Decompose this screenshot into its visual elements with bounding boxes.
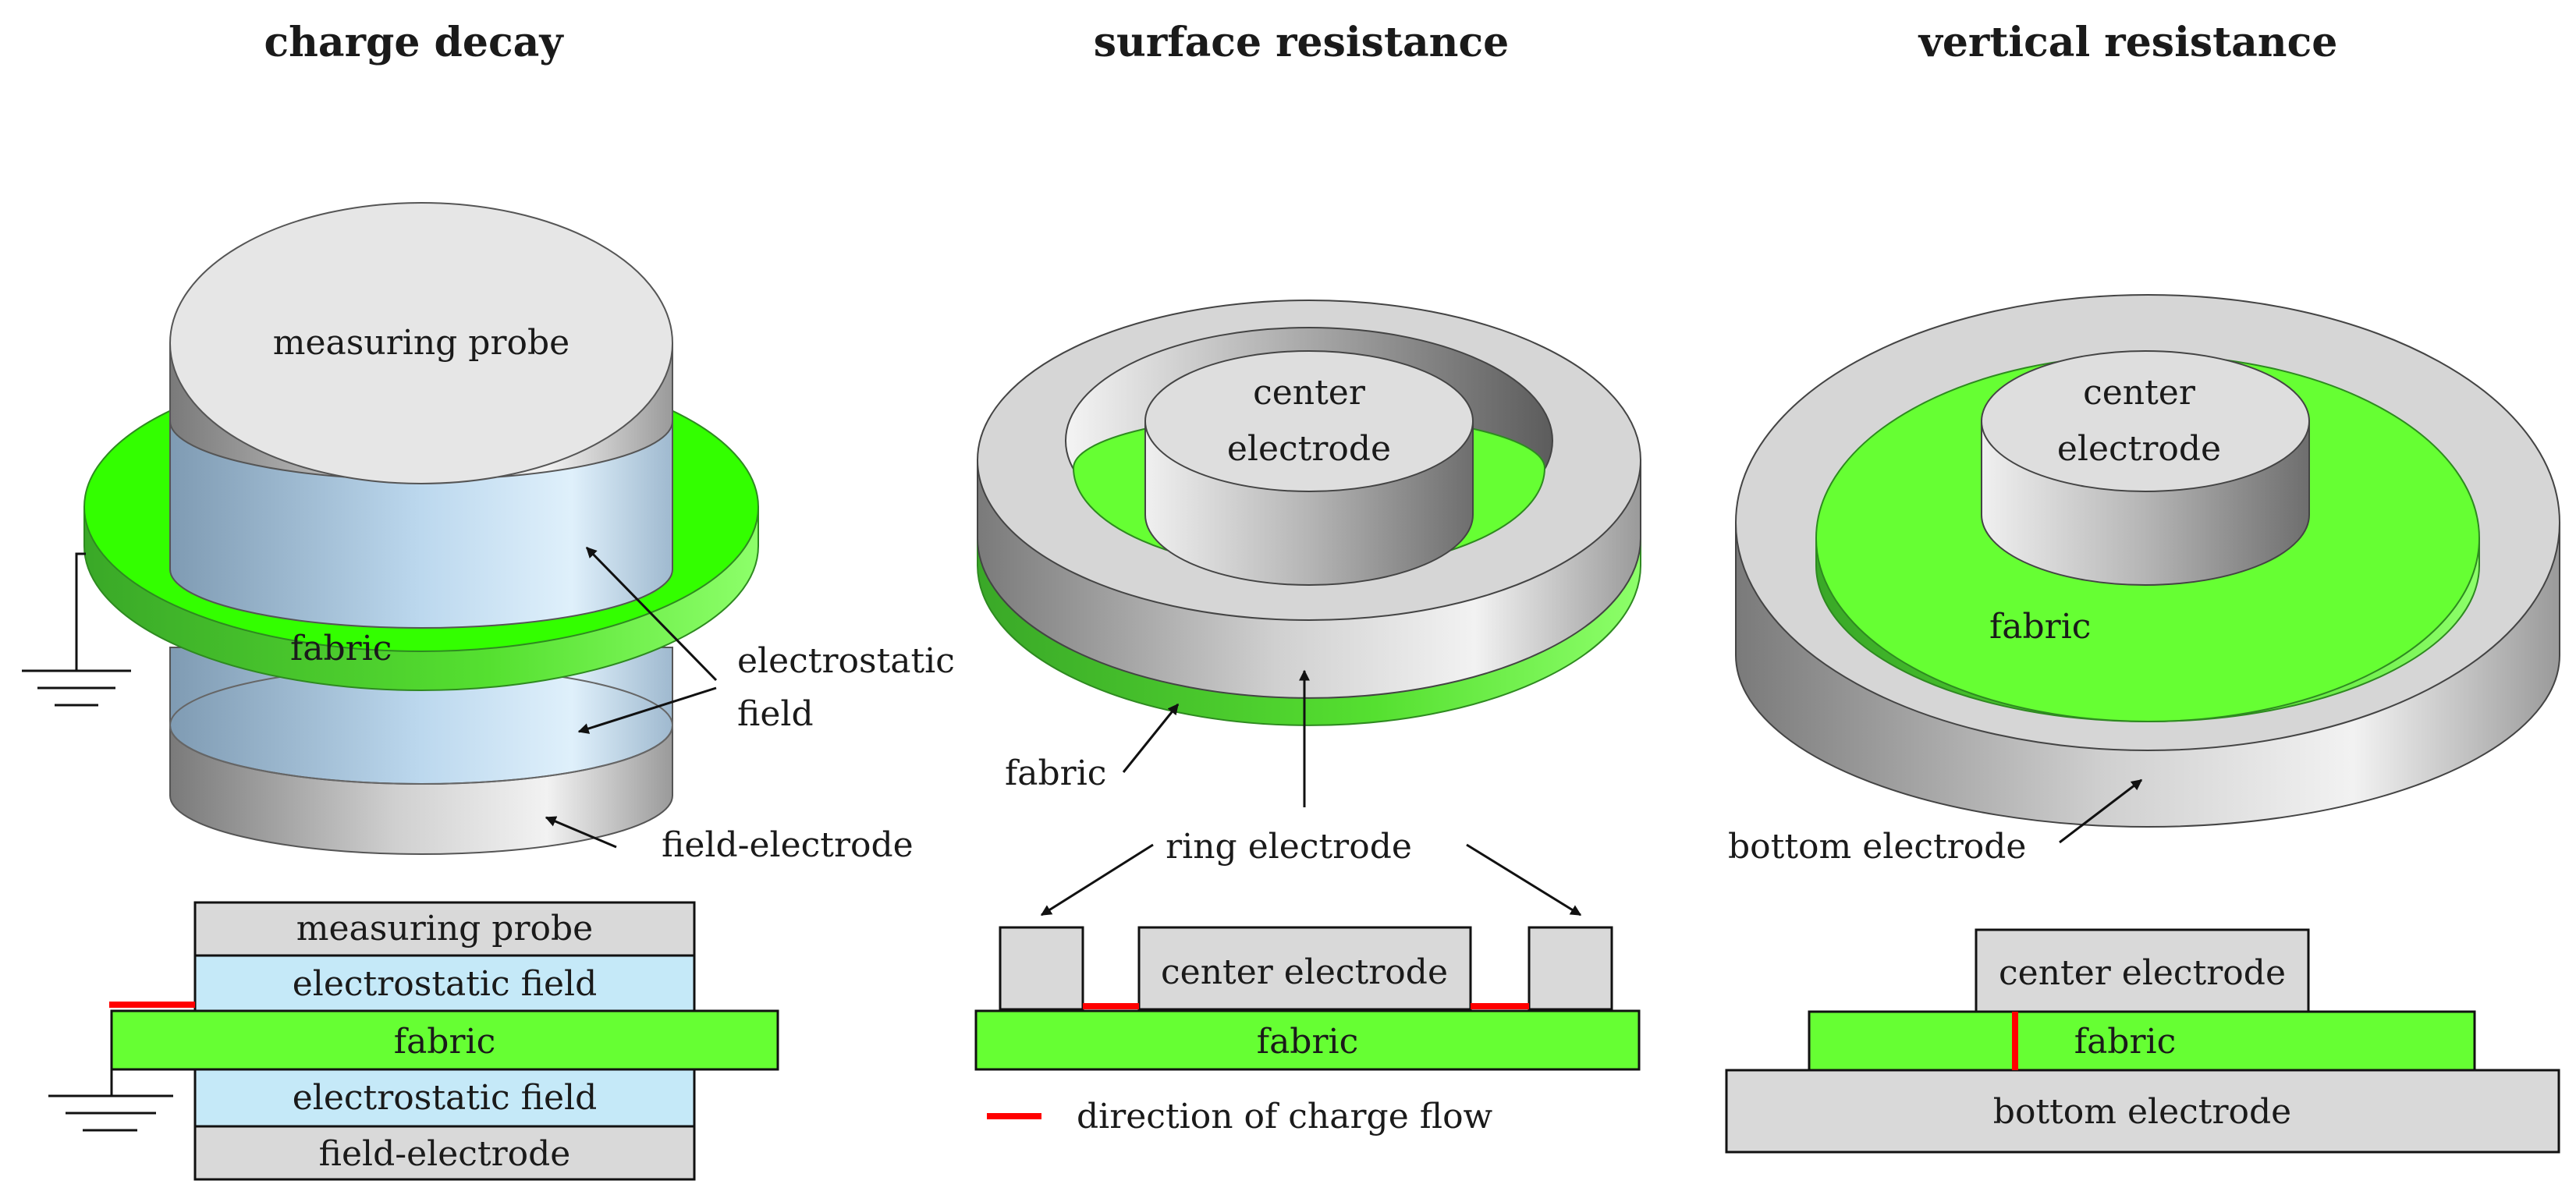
vertical-resistance-pointer-arrows [2059, 778, 2143, 844]
arrow-to-upper-field [585, 546, 718, 682]
stack-field-electrode [193, 1125, 696, 1181]
stack-label-fabric: fabric [394, 1022, 495, 1062]
label-electrostatic-field-line2: field [737, 694, 814, 734]
label-fabric-surface: fabric [1005, 753, 1106, 793]
label-electrostatic-field-line1: electrostatic [737, 641, 955, 681]
stack-label-fabric-surface: fabric [1257, 1022, 1358, 1062]
arrow-to-right-ring-section [1466, 843, 1582, 917]
label-bottom-electrode: bottom electrode [1728, 827, 2026, 867]
charge-decay-cross-section [48, 901, 779, 1181]
stack-label-bottom-electrode: bottom electrode [1993, 1092, 2291, 1132]
legend-label-charge-flow: direction of charge flow [1077, 1097, 1493, 1136]
label-fabric-vertical: fabric [1989, 607, 2091, 647]
title-charge-decay: charge decay [264, 19, 564, 66]
arrow-to-left-ring-section [1040, 843, 1154, 917]
arrow-to-field-electrode [545, 816, 617, 849]
stack-label-center-electrode: center electrode [1161, 952, 1448, 992]
label-measuring-probe: measuring probe [273, 323, 569, 363]
stack-label-field-electrode: field-electrode [319, 1134, 571, 1174]
vertical-resistance-3d-model [1735, 294, 2560, 828]
label-ring-electrode: ring electrode [1166, 827, 1412, 867]
stack-fabric [110, 1009, 779, 1071]
stack-center-electrode-vertical [1975, 928, 2310, 1013]
stack-measuring-probe [193, 901, 696, 957]
arrow-to-lower-field [577, 686, 717, 734]
center-electrode-top-vertical [1981, 350, 2310, 492]
ground-symbol-lower [48, 1069, 173, 1132]
title-surface-resistance: surface resistance [1094, 19, 1509, 66]
stack-bottom-electrode [1725, 1069, 2560, 1154]
label-center-electrode-line1: center [1253, 373, 1366, 413]
stack-electrostatic-field-upper [193, 954, 696, 1012]
stack-fabric-vertical [1808, 1010, 2476, 1072]
arrow-to-bottom-electrode [2059, 778, 2143, 844]
ground-symbol-upper [22, 552, 131, 707]
vertical-resistance-cross-section [1725, 928, 2560, 1154]
stack-center-electrode [1137, 926, 1472, 1011]
title-vertical-resistance: vertical resistance [1918, 19, 2338, 66]
label-field-electrode: field-electrode [662, 825, 914, 865]
label-center-electrode-vertical-line1: center [2083, 373, 2196, 413]
stack-label-field-upper: electrostatic field [293, 964, 598, 1004]
stack-fabric [974, 1009, 1641, 1071]
stack-label-fabric-vertical: fabric [2074, 1022, 2176, 1062]
stack-label-measuring-probe: measuring probe [296, 909, 593, 948]
center-electrode-top [1144, 350, 1474, 492]
stack-ring-left [999, 926, 1084, 1011]
charge-decay-3d-model [22, 202, 759, 855]
label-center-electrode-vertical-line2: electrode [2057, 429, 2221, 469]
arrow-to-fabric [1122, 703, 1180, 773]
upper-field-region [169, 420, 673, 629]
label-center-electrode-line2: electrode [1227, 429, 1391, 469]
stack-label-center-electrode-vertical: center electrode [1999, 953, 2286, 993]
surface-resistance-pointer-arrows [1040, 669, 1582, 917]
measuring-probe-top [169, 202, 673, 484]
label-fabric-charge-decay: fabric [290, 629, 392, 668]
stack-label-field-lower: electrostatic field [293, 1078, 598, 1118]
surface-resistance-3d-model [977, 300, 1641, 726]
stack-ring-right [1528, 926, 1613, 1011]
surface-resistance-cross-section [974, 926, 1641, 1119]
charge-decay-pointer-arrows [545, 546, 718, 849]
